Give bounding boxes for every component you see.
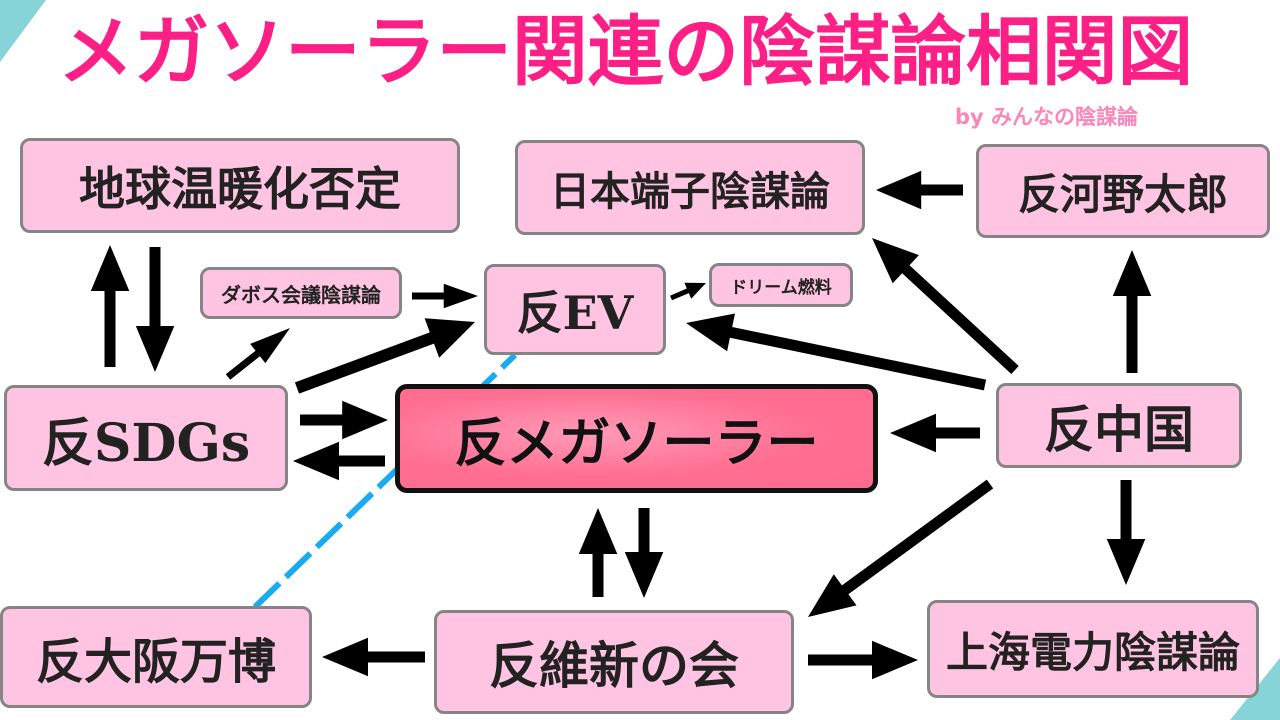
edge-anti-sdgs-to-anti-mega-solar [300,400,388,440]
node-japan-fringe-conspiracy: 日本端子陰謀論 [515,140,865,235]
node-label: 反メガソーラー [454,413,819,474]
node-label: 反中国 [1044,399,1194,459]
edge-anti-ev-to-dream-fuel [670,282,706,301]
page-title: メガソーラー関連の陰謀論相関図 [58,7,1194,96]
node-label: 反大阪万博 [35,634,276,690]
edge-global-warming-denial-to-anti-sdgs [135,247,175,372]
node-davos-conspiracy: ダボス会議陰謀論 [200,267,402,319]
edge-anti-china-to-shanghai-electric-conspiracy [1106,480,1146,585]
node-anti-china: 反中国 [996,383,1242,468]
edge-anti-mega-solar-to-anti-sdgs [293,441,385,481]
node-label: 反SDGs [41,412,251,474]
edge-anti-ishin-to-anti-mega-solar [578,508,618,597]
node-label: 上海電力陰謀論 [945,627,1240,677]
node-anti-ev: 反EV [484,264,666,355]
node-dream-fuel: ドリーム燃料 [709,263,853,307]
edge-anti-china-to-japan-fringe-conspiracy [872,238,1019,374]
node-label: 反維新の会 [489,636,739,695]
node-label: 反EV [516,285,634,340]
edge-anti-sdgs-to-global-warming-denial [90,245,130,367]
node-label: 日本端子陰謀論 [550,167,830,215]
edge-davos-conspiracy-to-anti-ev [412,283,478,309]
edge-anti-china-to-anti-ishin [808,479,994,617]
corner-accent-top-left [0,0,46,62]
edge-anti-ishin-to-anti-osaka-expo [322,637,425,677]
node-label: ダボス会議陰謀論 [221,282,381,307]
edge-anti-china-to-anti-mega-solar [890,413,980,453]
node-shanghai-electric-conspiracy: 上海電力陰謀論 [927,600,1259,698]
node-anti-osaka-expo: 反大阪万博 [0,606,312,708]
edge-anti-china-to-anti-ev [686,313,987,391]
edge-anti-ishin-to-shanghai-electric-conspiracy [808,640,918,680]
edge-anti-mega-solar-to-anti-ishin [624,508,664,598]
node-label: 地球温暖化否定 [79,161,401,216]
node-global-warming-denial: 地球温暖化否定 [20,138,460,233]
node-anti-sdgs: 反SDGs [4,385,288,491]
edge-anti-sdgs-to-anti-ev [294,318,475,394]
edge-anti-china-to-anti-kono-taro [1112,250,1152,373]
node-label: 反河野太郎 [1017,169,1228,219]
node-anti-ishin: 反維新の会 [434,610,794,714]
node-label: ドリーム燃料 [730,277,832,298]
node-anti-kono-taro: 反河野太郎 [976,144,1270,238]
node-anti-mega-solar: 反メガソーラー [395,384,878,493]
byline: by みんなの陰謀論 [955,105,1139,129]
edge-anti-sdgs-to-davos-conspiracy [225,328,290,380]
edge-anti-kono-taro-to-japan-fringe-conspiracy [876,170,963,210]
